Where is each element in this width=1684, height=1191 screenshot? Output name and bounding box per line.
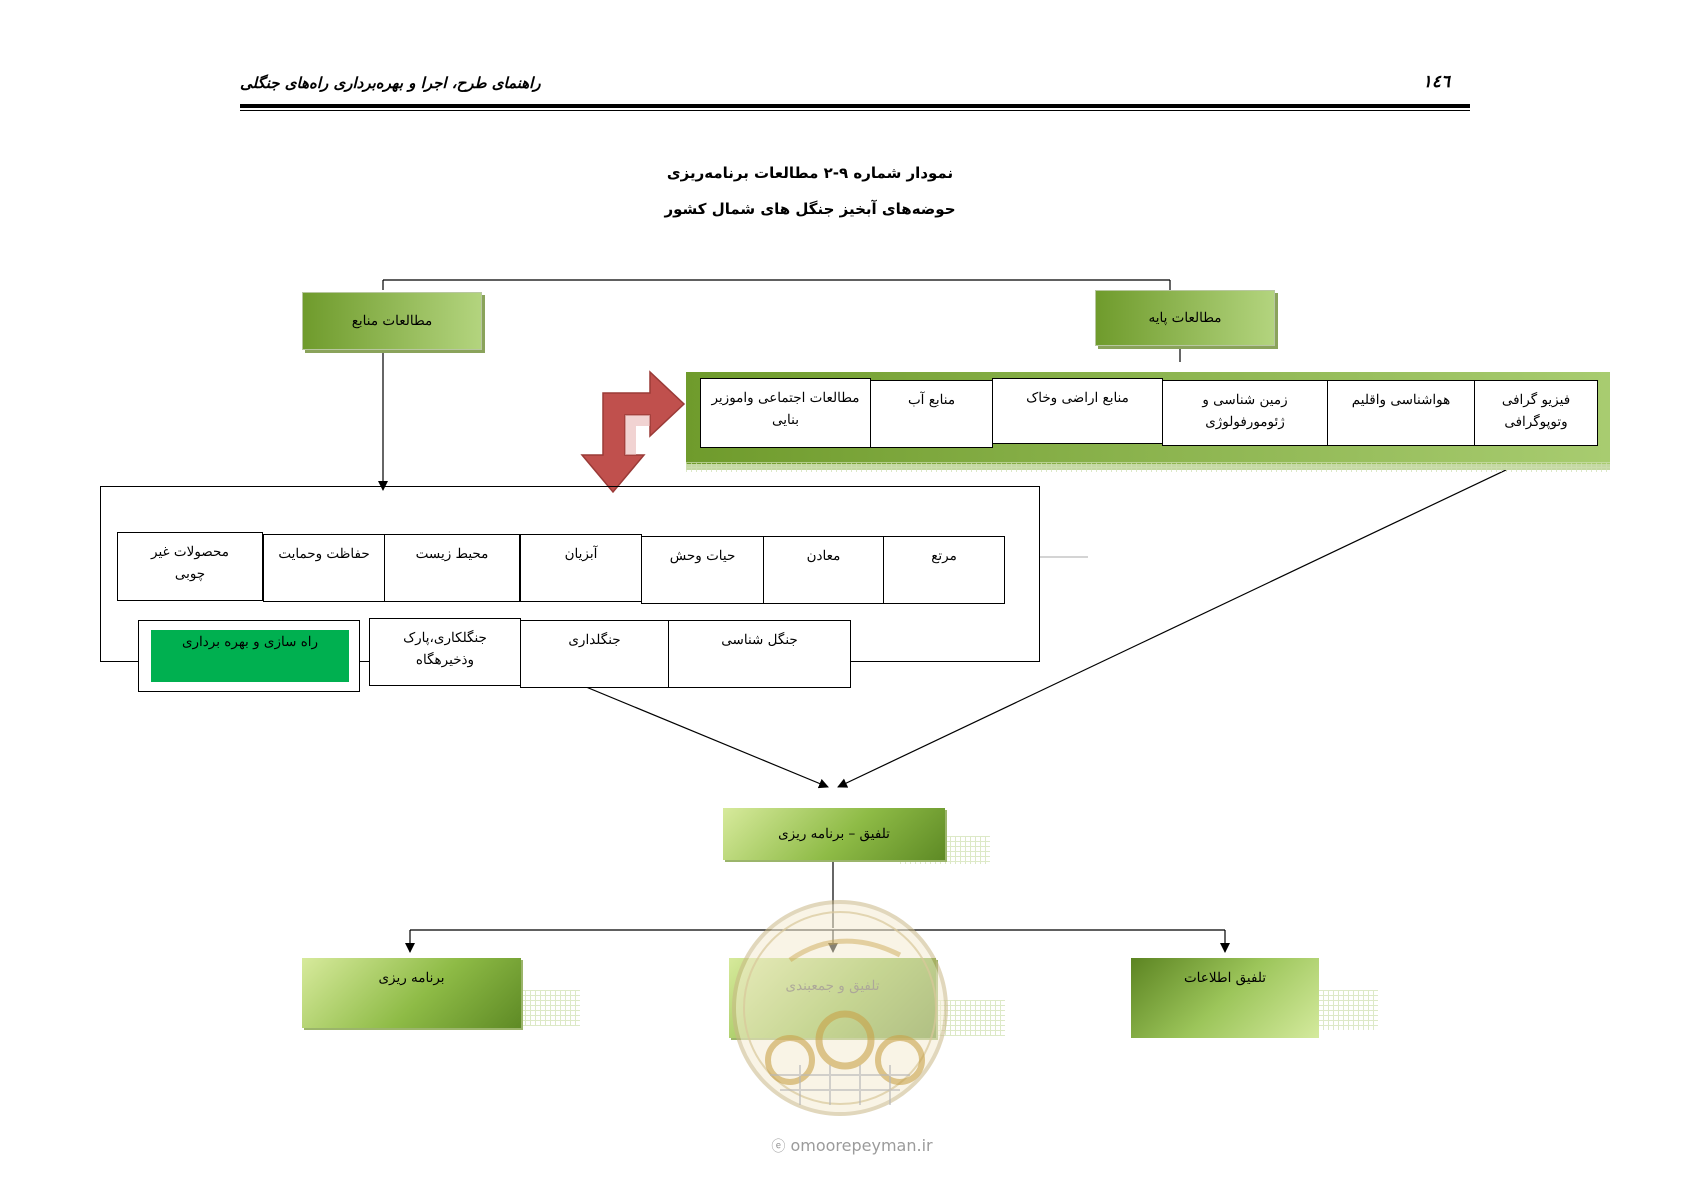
- basic-item-soil: منابع اراضی وخاک: [992, 378, 1163, 444]
- header-rule-thin: [240, 110, 1470, 111]
- output-summary: تلفیق و جمعبندی: [729, 958, 936, 1038]
- basic-studies-node: مطالعات پایه: [1095, 290, 1275, 346]
- resource-item-environment: محیط زیست: [384, 534, 520, 602]
- resource-item-roads: راه سازی و بهره برداری: [151, 630, 349, 682]
- output-shadow-3: [520, 990, 580, 1026]
- integration-node: تلفیق – برنامه ریزی: [723, 808, 945, 860]
- output-planning: برنامه ریزی: [302, 958, 521, 1028]
- output-shadow-2: [935, 1000, 1005, 1036]
- basic-item-social: مطالعات اجتماعی واموزیر بنایی: [700, 378, 871, 448]
- basic-item-water: منابع آب: [870, 380, 993, 448]
- header-rule-thick: [240, 104, 1470, 108]
- resource-item-rangeland: مرتع: [883, 536, 1005, 604]
- resource-item-forestry: جنگلداری: [520, 620, 669, 688]
- watermark-url-text: omoorepeyman.ir: [790, 1136, 933, 1155]
- output-shadow-1: [1318, 990, 1378, 1030]
- figure-caption-line2: حوضه‌های آبخیز جنگل های شمال کشور: [664, 200, 956, 218]
- watermark-url: ⓔ omoorepeyman.ir: [752, 1136, 952, 1156]
- resource-item-protection: حفاظت وحمایت: [263, 534, 385, 602]
- at-sign-icon: ⓔ: [771, 1139, 786, 1155]
- output-integration-info: تلفیق اطلاعات: [1131, 958, 1319, 1038]
- figure-caption-line1: نمودار شماره ۹-۲ مطالعات برنامه‌ریزی: [666, 164, 954, 182]
- resource-item-wildlife: حیات وحش: [641, 536, 764, 604]
- resource-item-aquatic: آبزیان: [520, 534, 642, 602]
- basic-item-geology: زمین شناسی و ژئومورفولوژی: [1162, 380, 1328, 446]
- resource-item-mines: معادن: [763, 536, 884, 604]
- container-pattern: [686, 462, 1610, 472]
- document-title: راهنمای طرح، اجرا و بهره‌برداری راه‌های …: [240, 74, 541, 92]
- resource-item-nonwood: محصولات غیر چوبی: [117, 532, 263, 601]
- resource-studies-node: مطالعات منابع: [302, 292, 482, 350]
- resource-item-afforestation: جنگلکاری،پارک وذخیرهگاه: [369, 618, 521, 686]
- page-number: ١٤٦: [1422, 72, 1450, 92]
- basic-item-climatology: هواشناسی واقلیم: [1327, 380, 1475, 446]
- basic-item-physiography: فیزیو گرافی وتوپوگرافی: [1474, 380, 1598, 446]
- resource-item-silviculture: جنگل شناسی: [668, 620, 851, 688]
